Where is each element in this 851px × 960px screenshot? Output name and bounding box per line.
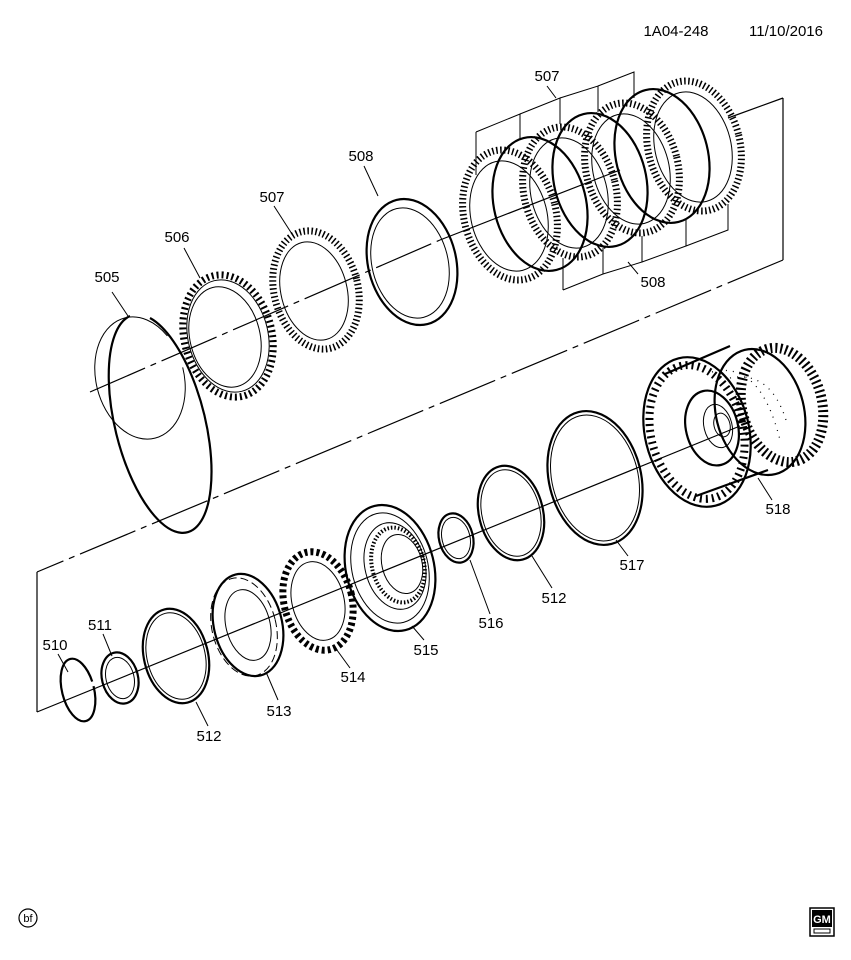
seal-512-right bbox=[476, 464, 546, 562]
label-515: 515 bbox=[413, 642, 438, 659]
part-labels: 505 506 507 508 507 508 510 511 512 513 … bbox=[42, 68, 790, 745]
o-ring-516 bbox=[437, 512, 475, 564]
label-516: 516 bbox=[478, 615, 503, 632]
spring-assembly-514 bbox=[279, 548, 357, 654]
snap-ring-510 bbox=[59, 657, 97, 723]
label-505: 505 bbox=[94, 269, 119, 286]
housing-518 bbox=[642, 342, 829, 508]
seal-517 bbox=[546, 409, 644, 547]
label-518: 518 bbox=[765, 501, 790, 518]
snap-ring-505 bbox=[94, 314, 213, 534]
svg-text:bf: bf bbox=[23, 913, 33, 925]
label-506: 506 bbox=[164, 229, 189, 246]
assembly-centerline-frame bbox=[36, 97, 784, 713]
label-507-left: 507 bbox=[259, 189, 284, 206]
label-508-left: 508 bbox=[348, 148, 373, 165]
label-511: 511 bbox=[88, 617, 112, 634]
ring-511 bbox=[100, 651, 140, 705]
corner-mark-bf: bf bbox=[18, 908, 38, 928]
backing-plate-506 bbox=[179, 271, 277, 401]
friction-plate-507 bbox=[269, 227, 363, 353]
clutch-pack-bracket bbox=[475, 71, 729, 291]
label-514: 514 bbox=[340, 669, 365, 686]
leader-lines bbox=[57, 85, 773, 727]
drawing-date: 11/10/2016 bbox=[749, 23, 823, 40]
piston-515 bbox=[343, 503, 437, 633]
label-512-left: 512 bbox=[196, 728, 221, 745]
clutch-pack-stack bbox=[459, 77, 745, 284]
spring-retainer-513 bbox=[210, 572, 285, 678]
drawing-id: 1A04-248 bbox=[643, 23, 708, 40]
label-508-stack: 508 bbox=[640, 274, 665, 291]
gm-logo: GM bbox=[809, 907, 835, 937]
svg-text:GM: GM bbox=[813, 914, 831, 926]
label-517: 517 bbox=[619, 557, 644, 574]
steel-plate-508 bbox=[365, 197, 459, 327]
label-507-stack: 507 bbox=[534, 68, 559, 85]
label-512-right: 512 bbox=[541, 590, 566, 607]
seal-512-left bbox=[141, 607, 211, 705]
label-513: 513 bbox=[266, 703, 291, 720]
label-510: 510 bbox=[42, 637, 67, 654]
